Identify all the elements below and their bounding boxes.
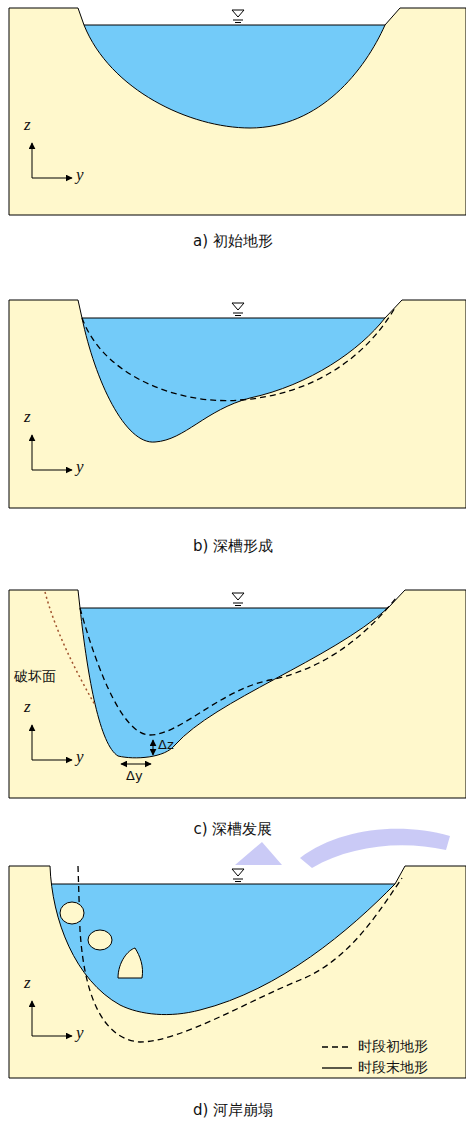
failure-surface-label: 破坏面 — [14, 668, 56, 685]
axis-label: z — [24, 697, 31, 717]
panel-caption: b) 深槽形成 — [0, 537, 466, 555]
dimension-label: Δz — [158, 737, 174, 753]
legend-text: 时段初地形 — [358, 1038, 428, 1055]
axis-label: y — [76, 165, 84, 185]
panel-d — [9, 866, 466, 1078]
panel-c — [9, 590, 466, 798]
axis-label: y — [76, 1023, 84, 1043]
legend-text: 时段末地形 — [358, 1059, 428, 1076]
panel-caption: d) 河岸崩塌 — [0, 1101, 466, 1119]
dimension-label: Δy — [126, 768, 143, 784]
panel-caption: a) 初始地形 — [0, 232, 466, 250]
axis-label: y — [76, 747, 84, 767]
panel-b — [9, 300, 466, 508]
panel-caption: c) 深槽发展 — [0, 820, 466, 838]
legend-dashed-sample — [322, 1046, 352, 1047]
axis-label: z — [24, 407, 31, 427]
panel-a — [9, 8, 466, 215]
legend-solid-sample — [322, 1067, 352, 1068]
axis-label: y — [76, 457, 84, 477]
axis-label: z — [24, 115, 31, 135]
axis-label: z — [24, 973, 31, 993]
